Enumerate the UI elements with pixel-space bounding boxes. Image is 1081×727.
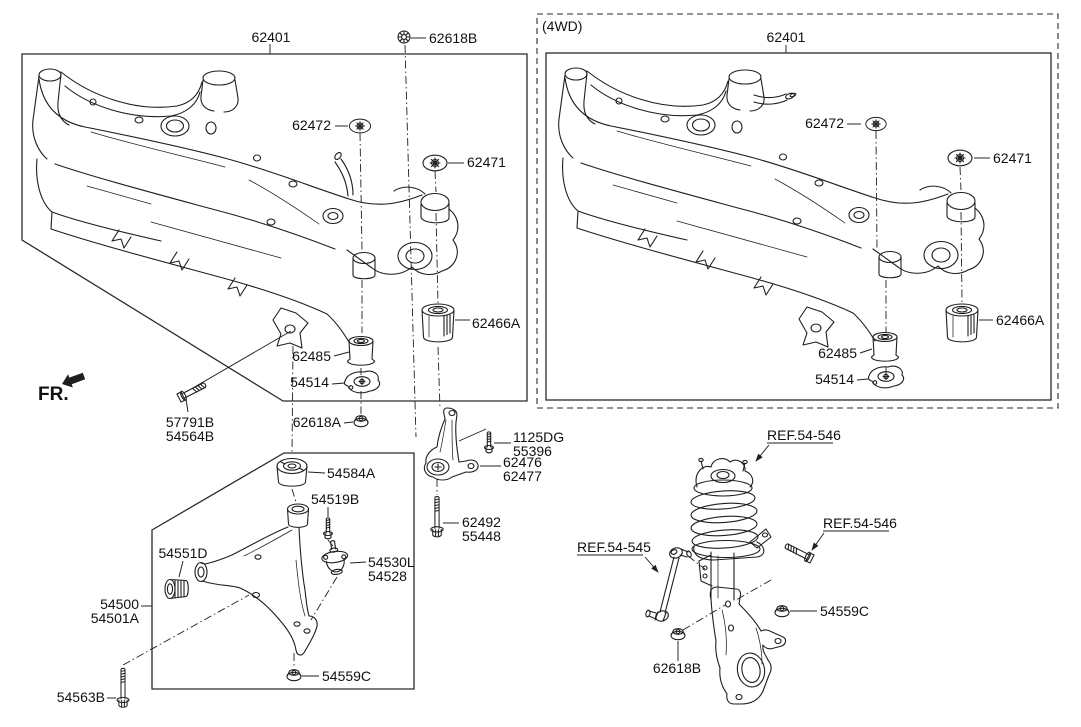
front-direction-arrow-icon: [62, 372, 86, 388]
parts-2wd: [176, 30, 455, 428]
crossmember-2wd-drawing: [32, 68, 459, 349]
nut-62618b-icon: [397, 30, 411, 44]
callout-54514-4wd: 54514: [815, 371, 854, 387]
callout-labels: 62401 62618B 62472 62471 62466A 62485 54…: [38, 18, 1045, 705]
nut-62618b-knuckle-icon: [670, 628, 686, 641]
ref-link-strut-bolt[interactable]: REF.54-546: [823, 515, 897, 531]
coil-spring-icon: [690, 490, 759, 549]
ref-link-strut-top[interactable]: REF.54-546: [767, 427, 841, 443]
callout-62485-main: 62485: [292, 348, 331, 364]
callout-62477: 62477: [503, 468, 542, 484]
callout-55396: 55396: [513, 443, 552, 459]
callout-1125dg: 1125DG: [513, 429, 564, 445]
nut-54559c-arm-icon: [286, 669, 302, 682]
washer-62472-4wd-icon: [865, 116, 887, 132]
front-direction-label: FR.: [38, 384, 69, 405]
crossmember-4wd-drawing: [558, 67, 985, 348]
nut-62618a-icon: [353, 415, 369, 428]
callout-62471-4wd: 62471: [993, 150, 1032, 166]
bushing-54551d-icon: [164, 578, 189, 600]
plate-54514-icon: [343, 370, 381, 394]
callout-62401-main: 62401: [252, 29, 291, 45]
bushing-62485-icon: [346, 335, 376, 366]
bolt-57791b-icon: [176, 379, 209, 404]
diagram-frames: [21, 13, 1059, 690]
variant-4wd-label: (4WD): [542, 18, 582, 34]
callout-62472-4wd: 62472: [805, 115, 844, 131]
bolt-62492-icon: [430, 496, 444, 538]
bolt-1125dg-icon: [483, 431, 495, 454]
stabilizer-link-icon: [645, 547, 692, 622]
4wd-variant-dashed-box: [536, 13, 1059, 409]
nut-54559c-knuckle-icon: [774, 605, 790, 618]
callout-54563b: 54563B: [57, 689, 105, 705]
callout-54500: 54500: [100, 596, 139, 612]
bolt-54563b-icon: [116, 667, 130, 708]
callout-54559c-knuckle: 54559C: [820, 603, 869, 619]
callout-62466a-4wd: 62466A: [996, 312, 1045, 328]
callout-54559c-arm: 54559C: [322, 668, 371, 684]
callout-54528: 54528: [368, 568, 407, 584]
washer-62472-icon: [348, 118, 372, 134]
callout-62618b-knuckle: 62618B: [653, 660, 701, 676]
knuckle-icon: [709, 586, 787, 705]
callout-62471-main: 62471: [467, 154, 506, 170]
callout-54564b: 54564B: [166, 428, 214, 444]
leader-lines-solid: [107, 37, 993, 699]
ball-joint-icon: [321, 540, 349, 576]
callout-55448: 55448: [462, 528, 501, 544]
callout-62618a: 62618A: [293, 414, 342, 430]
callout-62618b-top: 62618B: [429, 30, 477, 46]
bushing-54584a-icon: [276, 457, 308, 487]
callout-54501a: 54501A: [91, 610, 140, 626]
bushing-62466a-4wd-icon: [945, 303, 979, 343]
callout-62476: 62476: [503, 454, 542, 470]
callout-54514-main: 54514: [290, 374, 329, 390]
4wd-inner-box: [545, 52, 1052, 401]
leader-lines-dashed: [122, 44, 963, 667]
ref-arrows: [577, 442, 889, 573]
washer-62471-4wd-icon: [947, 149, 973, 167]
callout-62492: 62492: [462, 514, 501, 530]
control-arm-box: [151, 452, 415, 690]
main-2wd-box: [21, 53, 528, 402]
control-arm-drawing: [116, 457, 349, 708]
ref-link-stabilizer[interactable]: REF.54-545: [577, 539, 651, 555]
bolt-54519b-icon: [322, 517, 334, 540]
callout-54519b: 54519B: [311, 491, 359, 507]
washer-62471-icon: [422, 154, 448, 172]
bushing-62485-4wd-icon: [870, 331, 900, 362]
callout-54530l: 54530L: [368, 554, 415, 570]
callout-54551d: 54551D: [158, 545, 207, 561]
callout-57791b: 57791B: [166, 414, 214, 430]
callout-62485-4wd: 62485: [818, 345, 857, 361]
bolt-ref-icon: [782, 540, 815, 565]
callout-62472-main: 62472: [292, 117, 331, 133]
bushing-62466a-icon: [421, 303, 455, 343]
strut-knuckle-drawing: [645, 457, 815, 705]
callout-54584a: 54584A: [327, 465, 376, 481]
stay-bracket-drawing: [423, 407, 495, 538]
callout-62466a-main: 62466A: [472, 315, 521, 331]
callout-62401-4wd: 62401: [767, 29, 806, 45]
